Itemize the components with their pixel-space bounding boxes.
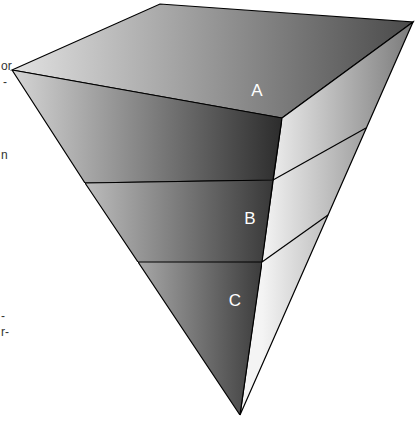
cropped-text: - [1,310,5,322]
band-face [85,180,273,262]
band-letter: C [229,292,241,309]
cropped-text: - [3,76,7,88]
band-divider [262,215,328,262]
cropped-text: n [1,149,8,161]
band-face [138,262,262,415]
pyramid-band: B [85,180,273,262]
band-face [12,70,282,183]
pyramid-band: A [12,70,282,183]
band-shape [12,70,282,183]
pyramid-band: C [138,262,262,415]
band-letter: B [244,210,255,227]
cropped-text: or [1,60,12,72]
band-shape [138,262,262,415]
band-letter: A [251,82,262,99]
band-divider [273,128,366,180]
cropped-text: r- [1,326,9,338]
